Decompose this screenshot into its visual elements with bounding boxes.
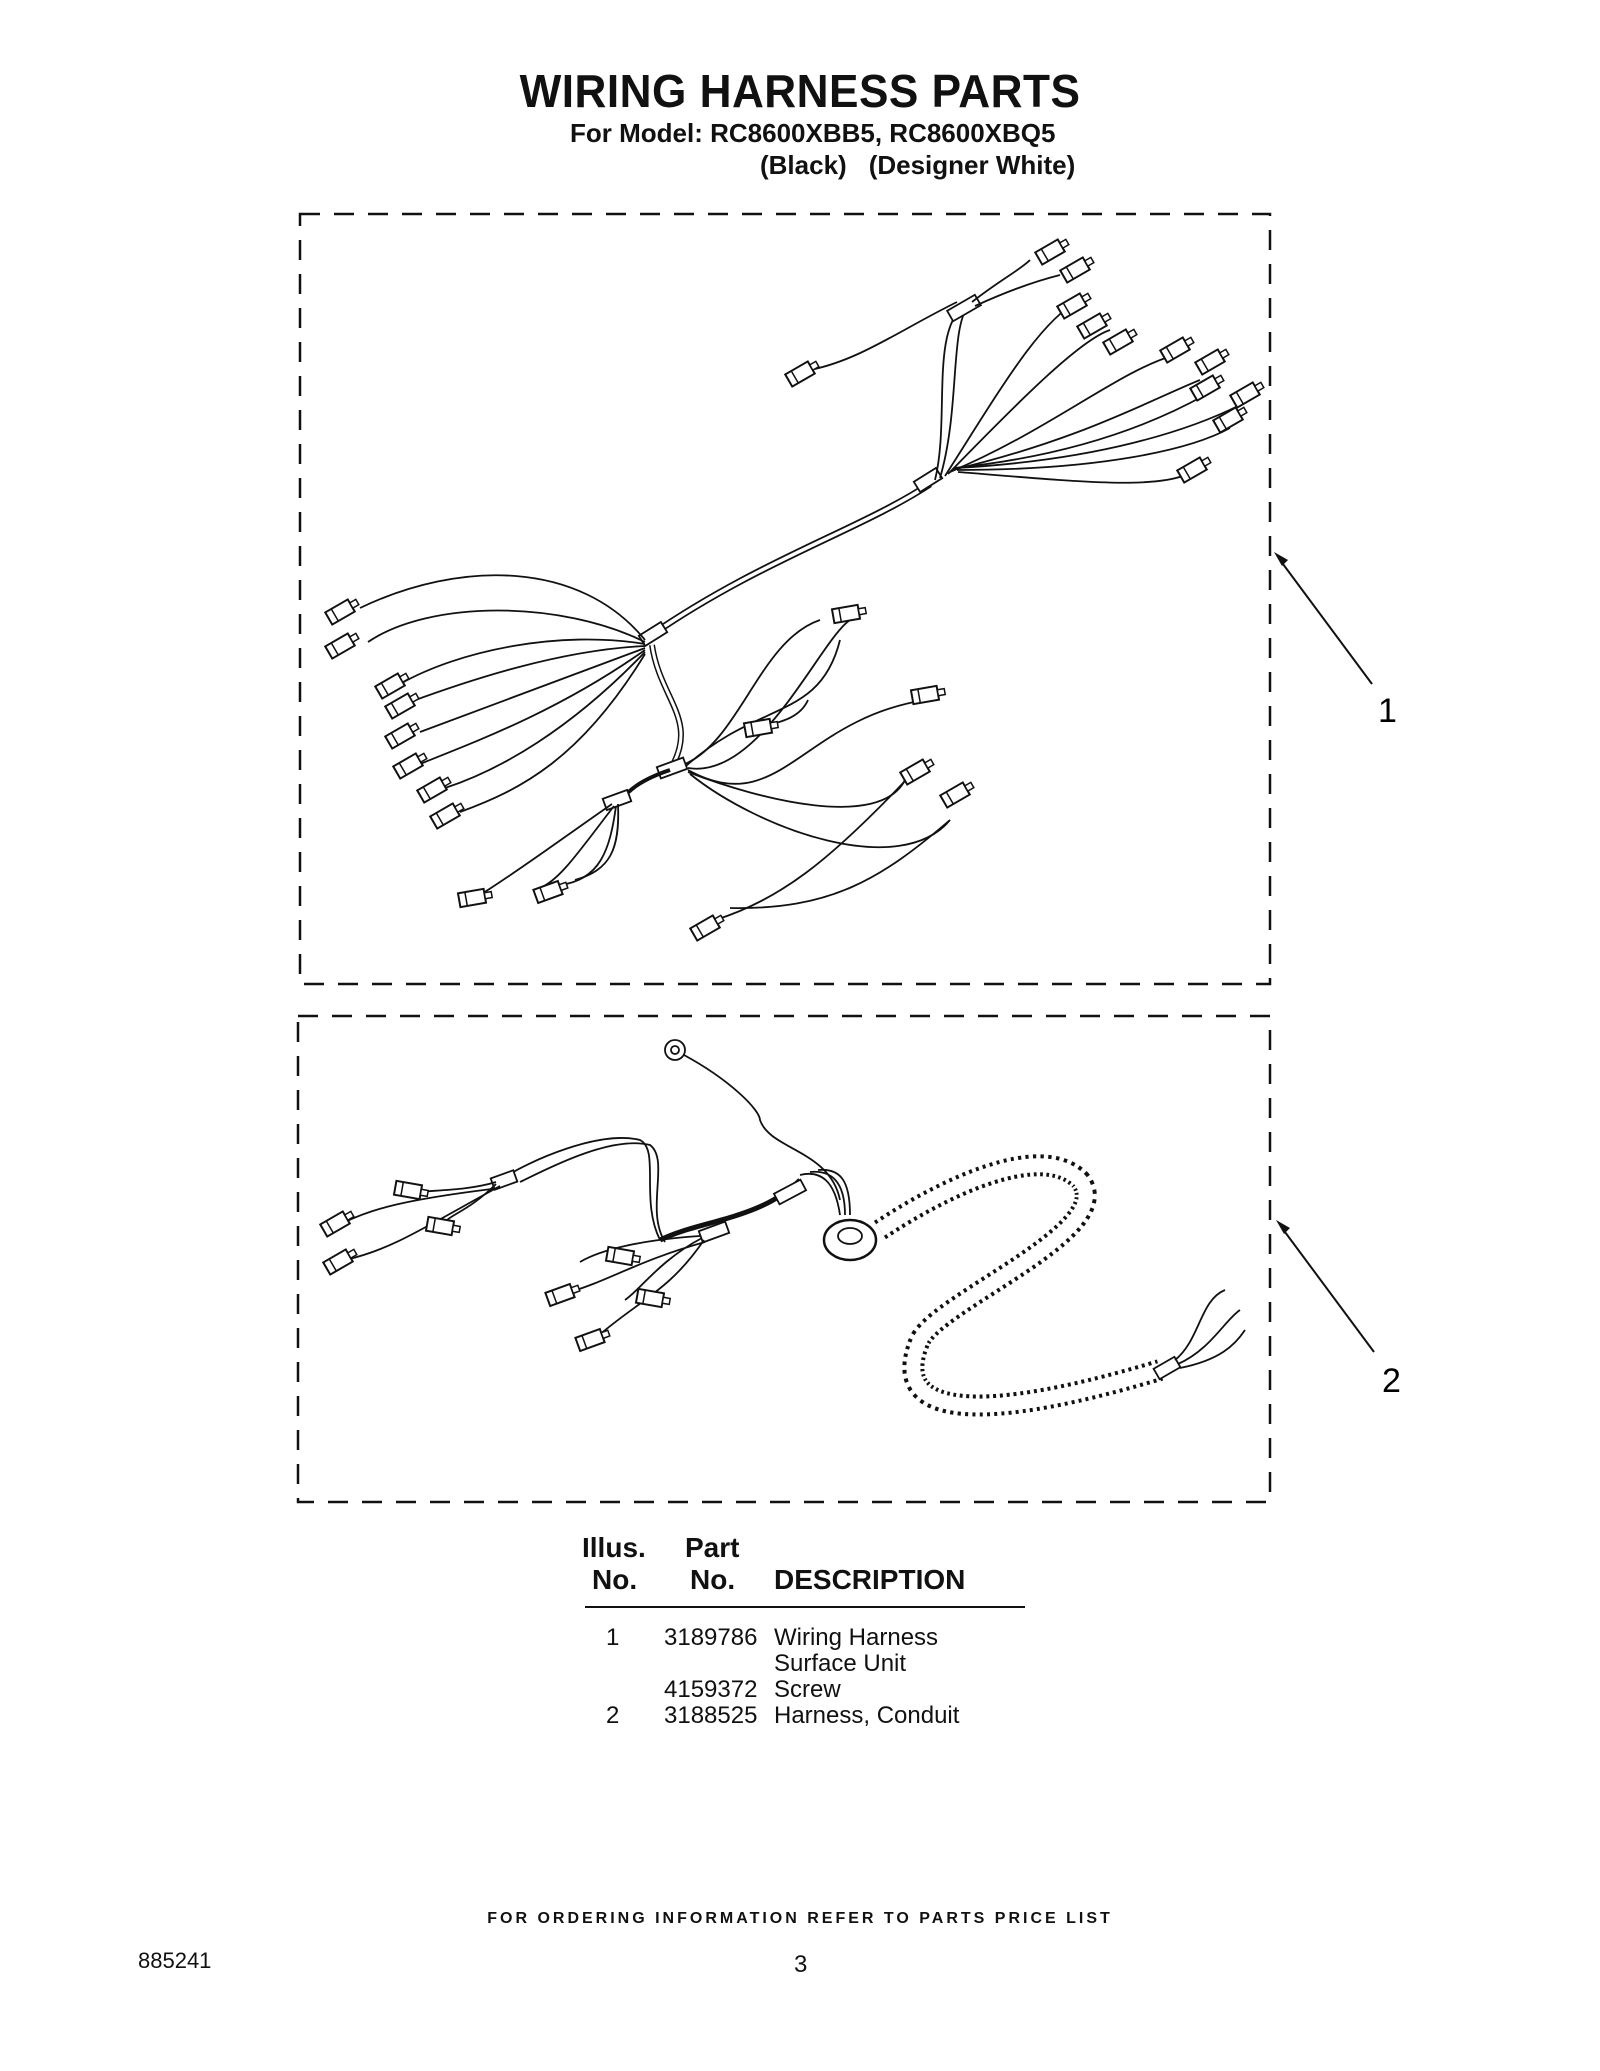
wiring-harness-surface-unit <box>359 259 1241 921</box>
header-part-line1: Part <box>685 1532 740 1563</box>
color-black: (Black) <box>760 150 847 180</box>
model-line: For Model: RC8600XBB5, RC8600XBQ5 <box>570 118 1056 148</box>
harness-conduit <box>344 1039 1246 1417</box>
page-title: WIRING HARNESS PARTS <box>519 65 1081 117</box>
header-illus-line2: No. <box>592 1564 638 1595</box>
color-designer-white: (Designer White) <box>868 150 1076 180</box>
description: Screw <box>774 1676 841 1703</box>
color-variants: (Black) (Designer White) <box>760 150 1075 181</box>
part-no: 3188525 <box>664 1702 758 1729</box>
callout-1-label: 1 <box>1378 692 1397 730</box>
callout-1: 1 <box>1274 552 1397 730</box>
header-rule <box>585 1606 1025 1608</box>
illus-no: 2 <box>606 1702 620 1729</box>
harness-2-terminals <box>319 1179 672 1353</box>
description: Wiring Harness <box>774 1624 939 1651</box>
header-description: DESCRIPTION <box>774 1564 966 1595</box>
harness-2-frame <box>296 1014 1272 1504</box>
part-no: 4159372 <box>664 1676 758 1703</box>
document-number: 885241 <box>138 1948 212 1973</box>
part-no: 3189786 <box>664 1624 758 1651</box>
description: Harness, Conduit <box>774 1702 960 1729</box>
illus-no: 1 <box>606 1624 620 1651</box>
header-illus-line1: Illus. <box>582 1532 646 1563</box>
callout-2: 2 <box>1276 1220 1401 1400</box>
ordering-note: FOR ORDERING INFORMATION REFER TO PARTS … <box>487 1910 1113 1927</box>
description: Surface Unit <box>774 1650 907 1677</box>
page-number: 3 <box>794 1951 808 1978</box>
callout-2-label: 2 <box>1382 1362 1401 1400</box>
harness-1-terminals <box>324 234 1267 942</box>
header-part-line2: No. <box>690 1564 736 1595</box>
harness-1-frame <box>298 212 1272 986</box>
